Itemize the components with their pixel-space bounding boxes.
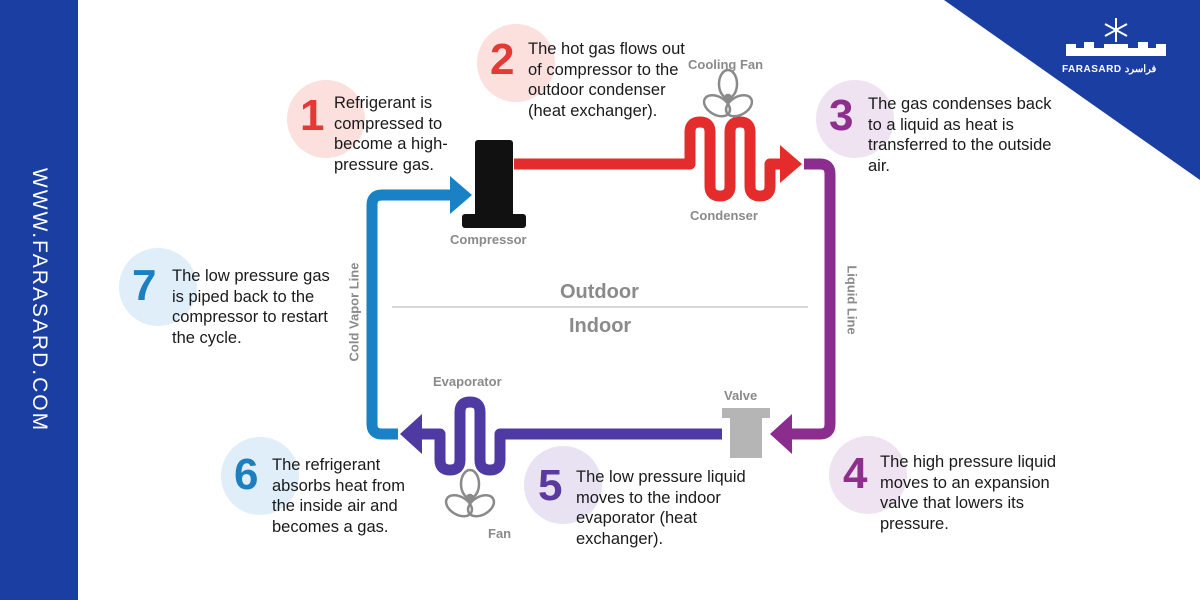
outdoor-label: Outdoor [560,281,639,303]
step-3-number: 3 [829,91,854,140]
hot-gas-arrowhead [780,145,802,183]
step-4-circle [829,436,907,514]
cooling-fan-icon [702,68,754,118]
step-2-text: The hot gas flows out of compressor to t… [528,40,685,120]
liquid-line-label: Liquid Line [844,265,860,335]
evaporator-arrowhead [400,414,422,454]
step-3-text: The gas condenses back to a liquid as he… [868,95,1052,175]
cooling-fan-label: Cooling Fan [688,57,764,72]
liquid-line-arrowhead [770,414,792,454]
cold-vapor-line [366,189,452,440]
step-7-number: 7 [132,261,157,310]
step-3-circle [816,80,894,158]
fan-label: Fan [488,526,512,541]
brand-sidebar [0,0,78,600]
indoor-label: Indoor [569,315,632,337]
step-6-number: 6 [234,450,259,499]
step-4-number: 4 [843,449,868,498]
step-6-circle [221,437,299,515]
condenser-label: Condenser [690,208,758,223]
cold-vapor-line-label: Cold Vapor Line [346,262,362,362]
step-4-text: The high pressure liquid moves to an exp… [880,453,1057,533]
logo-snowflake-icon [1066,18,1166,56]
step-7-text: The low pressure gas is piped back to th… [172,267,330,347]
valve-icon [722,408,770,458]
cold-vapor-arrowhead [450,176,472,214]
logo-text: FARASARD فراسرد [1062,64,1157,75]
compressor-icon [462,140,526,228]
step-1-number: 1 [300,91,325,140]
step-5-circle [524,446,602,524]
step-2-circle [477,24,555,102]
logo-corner [944,0,1200,180]
step-7-circle [119,248,197,326]
step-5-text: The low pressure liquid moves to the ind… [576,468,746,548]
step-5-number: 5 [538,461,563,510]
valve-label: Valve [724,388,758,403]
evaporator-label: Evaporator [433,374,502,389]
step-6-text: The refrigerant absorbs heat from the in… [272,456,405,536]
indoor-fan-icon [444,468,496,518]
step-2-number: 2 [490,35,515,84]
liquid-line [790,158,836,440]
hot-gas-line [514,116,784,202]
evaporator-line [420,396,722,476]
step-1-circle [287,80,365,158]
step-1-text: Refrigerant is compressed to become a hi… [334,94,448,174]
compressor-label: Compressor [450,232,527,247]
